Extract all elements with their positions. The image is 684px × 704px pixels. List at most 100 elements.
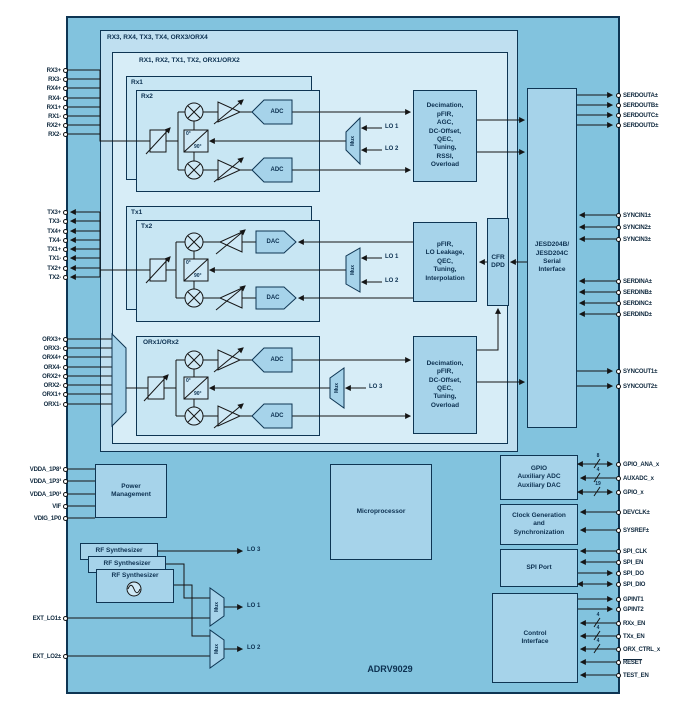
- pin-spi-do: SPI_DO: [616, 569, 682, 578]
- pin-circle: [616, 510, 621, 515]
- lo1-label: LO 1: [385, 254, 399, 260]
- bus-count-gpio-ana: 8: [596, 453, 600, 459]
- pin-orx4n: ORX4-: [4, 363, 68, 372]
- pin-tx2n: TX2-: [4, 273, 68, 282]
- pin-circle: [63, 654, 68, 659]
- lo2-label: LO 2: [385, 278, 399, 284]
- pin-tx3n: TX3-: [4, 217, 68, 226]
- block-control-interface: Control Interface: [492, 593, 578, 683]
- pin-orx2n: ORX2-: [4, 381, 68, 390]
- pin-orx3n: ORX3-: [4, 344, 68, 353]
- bus-count-rx-en: 4: [596, 612, 600, 618]
- pin-vdig-1p0: VDIG_1P0: [4, 514, 68, 523]
- pin-gpio: GPIO_x: [616, 488, 682, 497]
- dac-label: DAC: [266, 295, 280, 301]
- pin-sysref: SYSREF±: [616, 526, 682, 535]
- pin-circle: [63, 247, 68, 252]
- pin-circle: [616, 549, 621, 554]
- pin-reset: RESET: [616, 658, 682, 667]
- adc-label: ADC: [270, 413, 284, 419]
- block-gpio-aux: GPIO Auxiliary ADC Auxiliary DAC: [500, 455, 578, 500]
- pin-circle: [616, 113, 621, 118]
- pin-serdinc: SERDINC±: [616, 299, 682, 308]
- block-cfr-dpd: CFR DPD: [487, 218, 509, 306]
- block-spi-port: SPI Port: [500, 549, 578, 587]
- pin-circle: [63, 96, 68, 101]
- pin-circle: [616, 673, 621, 678]
- pin-ext-lo1: EXT_LO1±: [4, 614, 68, 623]
- pin-circle: [616, 279, 621, 284]
- pin-circle: [616, 621, 621, 626]
- pin-rx3n: RX3-: [4, 75, 68, 84]
- pin-circle: [63, 383, 68, 388]
- pin-gpint2: GPINT2: [616, 605, 682, 614]
- pin-circle: [616, 312, 621, 317]
- pin-serdoutc: SERDOUTC±: [616, 111, 682, 120]
- pin-orx1p: ORX1+: [4, 390, 68, 399]
- pin-serdinb: SERDINB±: [616, 288, 682, 297]
- phase-90-label: 90°: [194, 144, 202, 150]
- pin-auxadc: AUXADC_x: [616, 474, 682, 483]
- block-orx-dsp: Decimation, pFIR, DC-Offset, QEC, Tuning…: [413, 336, 477, 434]
- pin-circle: [63, 123, 68, 128]
- pin-circle: [63, 229, 68, 234]
- pin-ext-lo2: EXT_LO2±: [4, 652, 68, 661]
- adc-label: ADC: [270, 109, 284, 115]
- pin-vdda-1p0: VDDA_1P0³: [4, 490, 68, 499]
- bus-count-tx-en: 4: [596, 625, 600, 631]
- pin-circle: [63, 210, 68, 215]
- phase-0-label: 0°: [186, 260, 191, 266]
- pin-rx1p: RX1+: [4, 103, 68, 112]
- pin-circle: [63, 616, 68, 621]
- adc-label: ADC: [270, 167, 284, 173]
- pin-circle: [616, 384, 621, 389]
- pin-circle: [63, 266, 68, 271]
- pin-spi-dio: SPI_DIO: [616, 580, 682, 589]
- pin-orx2p: ORX2+: [4, 372, 68, 381]
- lo3-label: LO 3: [369, 384, 383, 390]
- pin-circle: [63, 68, 68, 73]
- pin-circle: [63, 467, 68, 472]
- pin-tx1p: TX1+: [4, 245, 68, 254]
- block-rf-synth-3: RF Synthesizer: [96, 569, 174, 603]
- pin-spi-en: SPI_EN: [616, 558, 682, 567]
- pin-circle: [63, 105, 68, 110]
- pin-vif: VIF: [4, 502, 68, 511]
- pin-circle: [616, 290, 621, 295]
- pin-syncin2: SYNCIN2±: [616, 223, 682, 232]
- bus-count-orx-ctrl: 4: [596, 638, 600, 644]
- pin-serdina: SERDINA±: [616, 277, 682, 286]
- pin-rx3p: RX3+: [4, 66, 68, 75]
- box-orx12: ORx1/ORx2: [136, 336, 320, 436]
- lo1-label: LO 1: [385, 124, 399, 130]
- pin-spi-clk: SPI_CLK: [616, 547, 682, 556]
- pin-syncin1: SYNCIN1±: [616, 211, 682, 220]
- pin-circle: [63, 219, 68, 224]
- pin-serdind: SERDIND±: [616, 310, 682, 319]
- mux-label: Mux: [334, 383, 340, 393]
- pin-circle: [63, 479, 68, 484]
- pin-circle: [63, 114, 68, 119]
- pin-circle: [63, 355, 68, 360]
- pin-orx4p: ORX4+: [4, 353, 68, 362]
- phase-0-label: 0°: [186, 378, 191, 384]
- pin-circle: [63, 132, 68, 137]
- pin-circle: [63, 238, 68, 243]
- pin-serdoutb: SERDOUTB±: [616, 101, 682, 110]
- pin-circle: [616, 476, 621, 481]
- pin-devclk: DEVCLK±: [616, 508, 682, 517]
- chip-name: ADRV9029: [367, 664, 413, 674]
- pin-tx3p: TX3+: [4, 208, 68, 217]
- lo2-label: LO 2: [385, 146, 399, 152]
- pin-syncout2: SYNCOUT2±: [616, 382, 682, 391]
- pin-circle: [616, 103, 621, 108]
- pin-tx4n: TX4-: [4, 236, 68, 245]
- pin-rx1n: RX1-: [4, 112, 68, 121]
- pin-tx4p: TX4+: [4, 227, 68, 236]
- box-tx2: Tx2: [136, 220, 320, 322]
- block-microprocessor: Microprocessor: [330, 464, 432, 560]
- pin-gpio-ana: GPIO_ANA_x: [616, 460, 682, 469]
- pin-circle: [63, 402, 68, 407]
- pin-circle: [63, 492, 68, 497]
